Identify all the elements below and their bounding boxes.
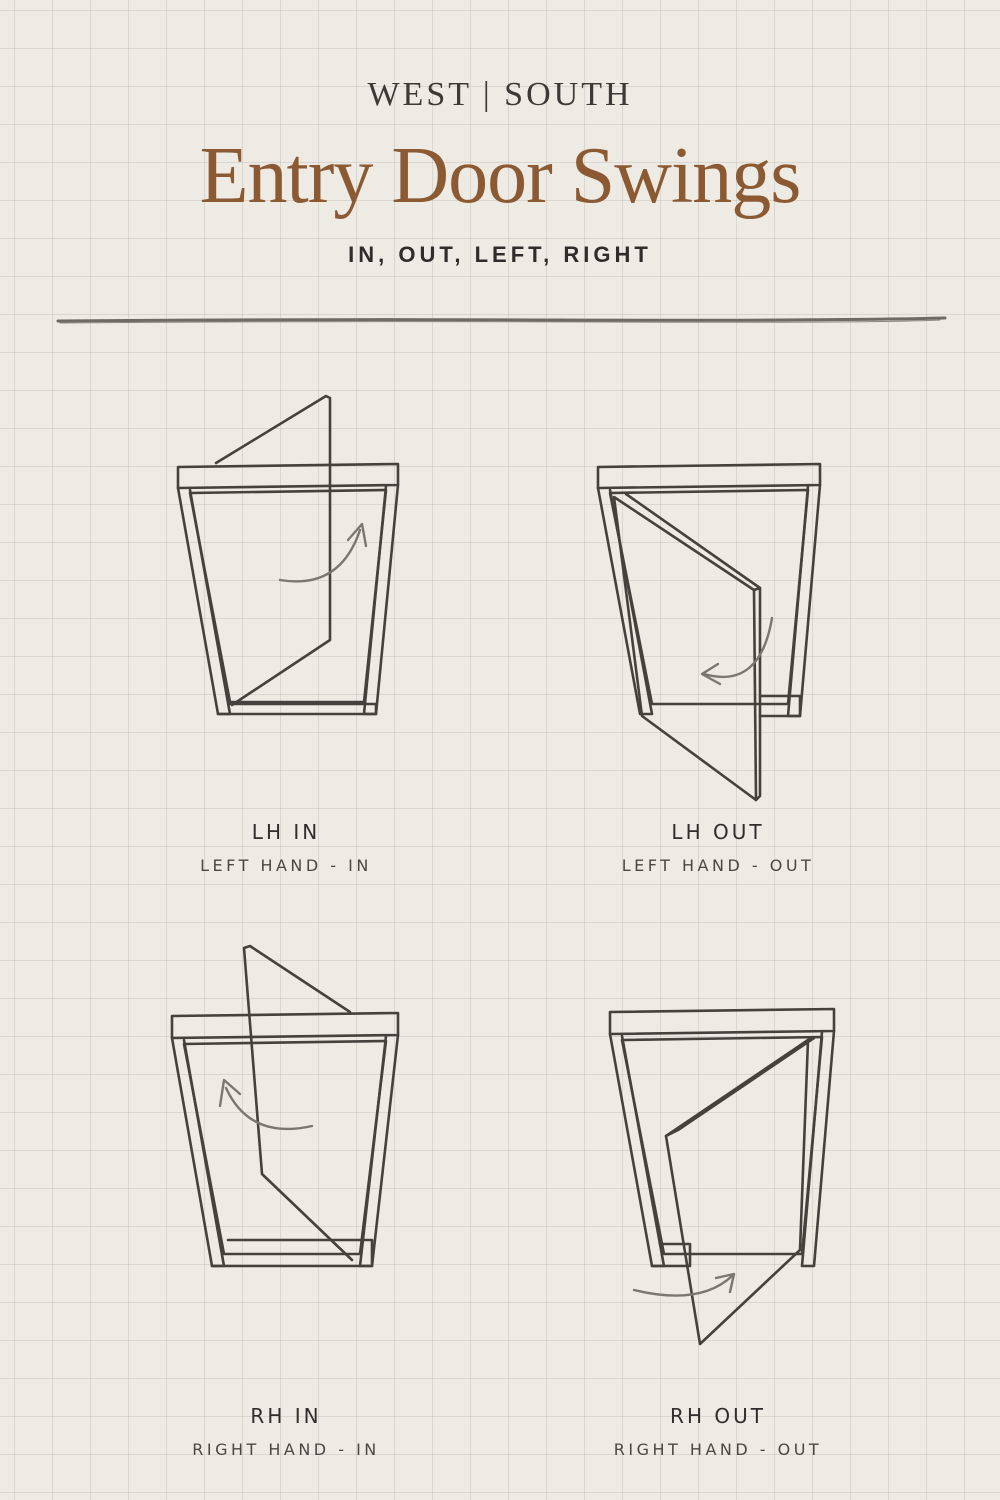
door-label-lh-out: LH OUT — [671, 820, 765, 844]
door-sublabel-lh-out: LEFT HAND - OUT — [621, 856, 815, 875]
door-sublabel-rh-out: RIGHT HAND - OUT — [613, 1440, 823, 1459]
door-sublabel-rh-in: RIGHT HAND - IN — [192, 1440, 380, 1459]
page-subtitle: IN, OUT, LEFT, RIGHT — [348, 242, 652, 267]
page-title: Entry Door Swings — [199, 132, 802, 220]
divider-line — [56, 316, 947, 324]
brand-name: WEST | SOUTH — [367, 76, 633, 113]
door-label-lh-in: LH IN — [251, 820, 321, 844]
door-label-rh-out: RH OUT — [670, 1404, 766, 1428]
door-label-rh-in: RH IN — [250, 1404, 322, 1428]
door-sublabel-lh-in: LEFT HAND - IN — [200, 856, 372, 875]
